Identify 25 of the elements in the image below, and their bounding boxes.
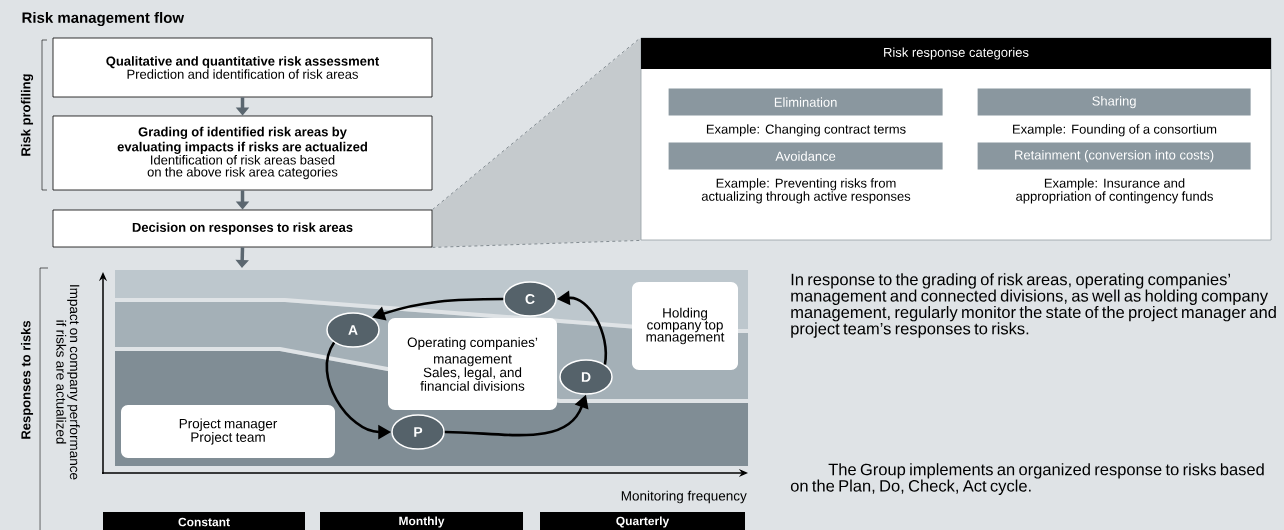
- role-box: Project manager Project team: [121, 405, 335, 458]
- paragraph: In response to the grading of risk areas, operating companies’ management and connected divisions, as well as holding company management, regularly monitor the state of the project manager and project team’s responses to risks.: [791, 273, 1276, 338]
- role-box: Operating companies’ management Sales, legal, and financial divisions: [388, 318, 557, 410]
- frequency-bar: Monthly: [320, 512, 523, 530]
- category-bar: Avoidance: [668, 142, 943, 170]
- process-box: Grading of identified risk areas by evaluating impacts if risks are actualized Identification of risk areas based on the above risk area categories: [52, 115, 433, 191]
- example-text: Example: Founding of a consortium: [1013, 124, 1217, 137]
- role-box: Holding company top management: [632, 282, 738, 370]
- connector-line: [432, 240, 641, 248]
- axis-label: Impact on company performance if risks are actualized: [56, 285, 80, 480]
- connector-line: [432, 37, 641, 210]
- process-box: Decision on responses to risk areas: [52, 209, 433, 248]
- paragraph: The Group implements an organized response to risks based on the Plan, Do, Check, Act cycle.: [790, 463, 1264, 495]
- axis-label: Responses to risks: [20, 320, 34, 439]
- frequency-bar: Constant: [103, 512, 305, 530]
- example-text: Example: Changing contract terms: [706, 124, 906, 137]
- axis-label: Risk profiling: [20, 74, 34, 156]
- category-bar: Elimination: [668, 88, 943, 116]
- title: Risk management flow: [22, 12, 185, 27]
- frequency-bar: Quarterly: [540, 512, 745, 530]
- process-box: Qualitative and quantitative risk assessment Prediction and identification of risk areas: [52, 37, 433, 98]
- category-bar: Retainment (conversion into costs): [977, 142, 1251, 170]
- example-text: Example: Insurance and appropriation of contingency funds: [1016, 178, 1213, 204]
- example-text: Example: Preventing risks from actualizing through active responses: [701, 178, 911, 204]
- category-bar: Sharing: [977, 88, 1251, 116]
